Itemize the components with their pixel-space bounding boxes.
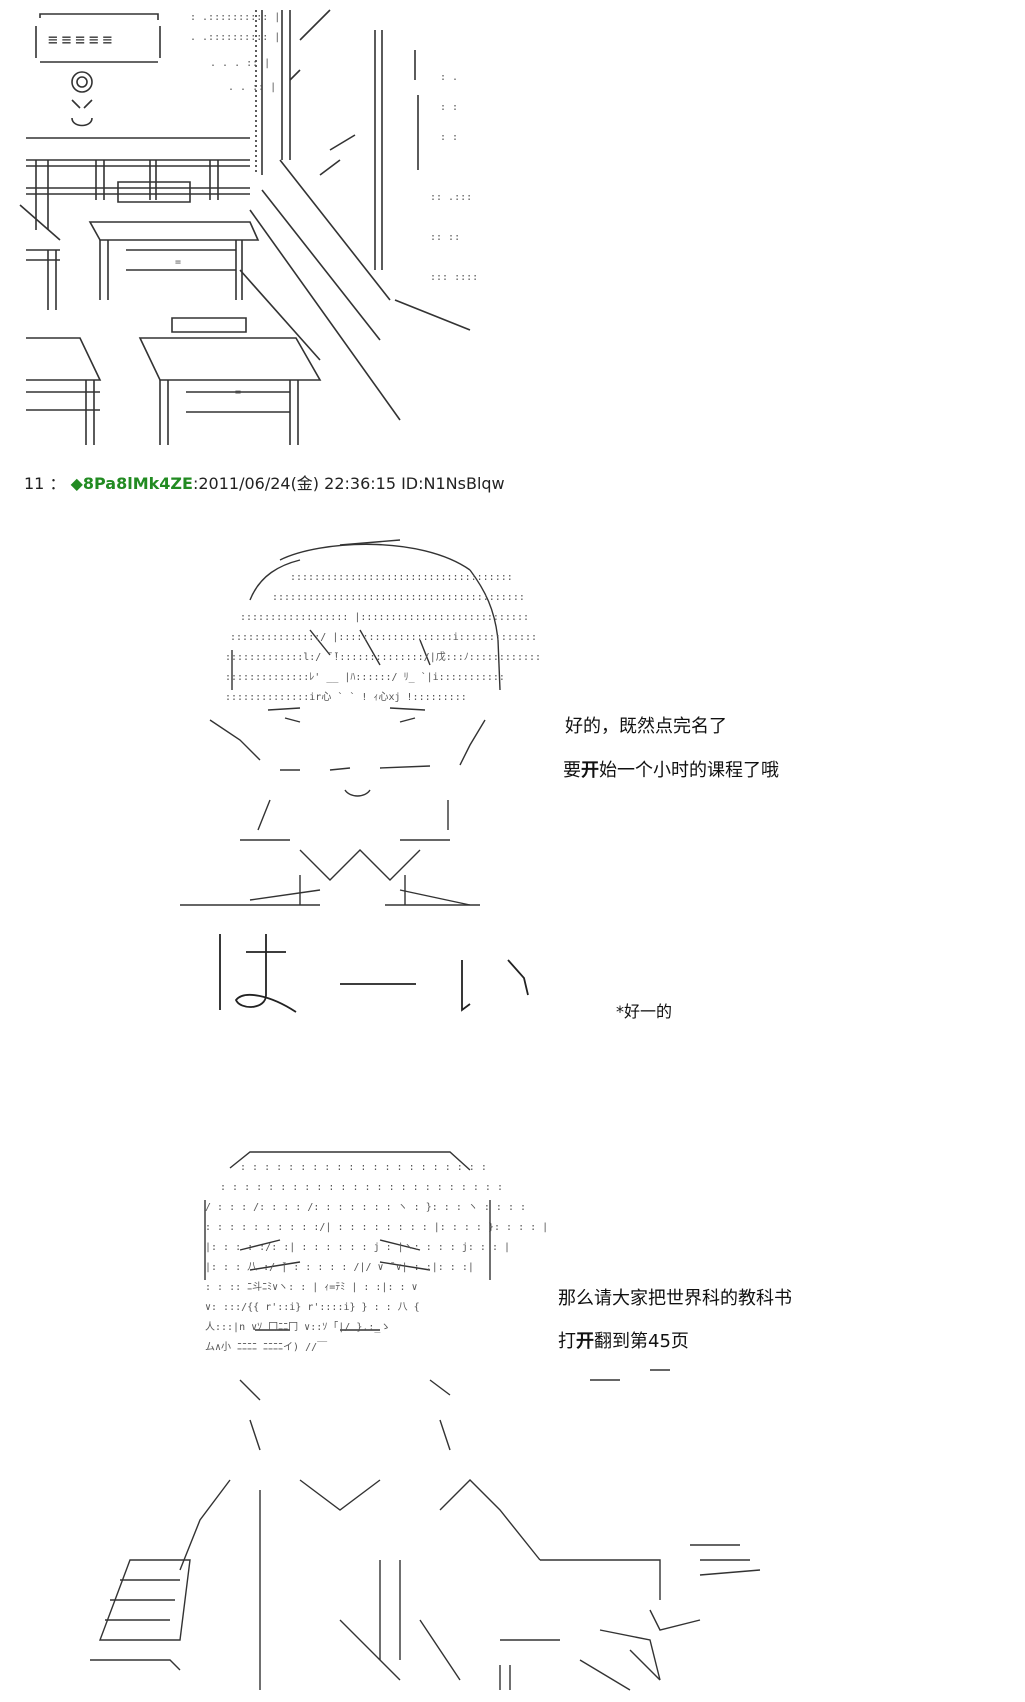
svg-text:: : : : : : : : : :/| : : : :: : : : : : : : : : :/| : : : : : : : : |:…	[205, 1222, 548, 1233]
svg-text:. . . :: |: . . . :: |	[210, 58, 270, 69]
trip-diamond-icon: ◆	[70, 474, 83, 493]
svg-text:ム∧小 ﾆﾆﾆﾆ ﾆﾆﾆﾆイ) //￣: ム∧小 ﾆﾆﾆﾆ ﾆﾆﾆﾆイ) //￣	[205, 1340, 327, 1353]
svg-text:::::::::::::::::::::::::::::::: ::::::::::::::::::::::::::::::::::::::::…	[272, 592, 525, 603]
dialogue-line-2-pre: 要	[563, 760, 581, 781]
svg-text::: ::: :: ::	[430, 232, 460, 243]
svg-text:: :: : :	[440, 102, 458, 113]
dialogue-line-1: 好的，既然点完名了	[565, 716, 727, 737]
dialogue-line-2-bold: 开	[581, 760, 599, 781]
svg-text:=: =	[175, 257, 181, 268]
post-datetime: :2011/06/24(金) 22:36:15 ID:N1NsBlqw	[192, 474, 505, 493]
svg-text:: :: : :	[440, 132, 458, 143]
dialogue-line-2: 要开始一个小时的课程了哦	[563, 756, 779, 782]
svg-text:: : : : : : : : : : : : : : :: : : : : : : : : : : : : : : : : : : : : …	[240, 1162, 487, 1173]
svg-text:. . :: |: . . :: |	[228, 82, 276, 93]
svg-text:|: : : : :/: :| : : : : : : j: |: : : : :/: :| : : : : : : j : |ヽ: : : …	[205, 1242, 510, 1253]
svg-text::::::::::::::::/ |::::::::::::: :::::::::::::::/ |:::::::::::::::::::i::…	[230, 632, 537, 643]
svg-text:: : :: ﾆ斗ﾆﾐ∨ヽ: : | ｨ=ﾃﾐ | : :: : : :: ﾆ斗ﾆﾐ∨ヽ: : | ｨ=ﾃﾐ | : :|: : ∨	[205, 1281, 418, 1293]
svg-text::::::::::::::l:/ ̄ ̄!::::::::: :::::::::::::l:/ ̄ ̄!::::::::::::::/|戊::…	[225, 651, 541, 663]
post-number: 11	[24, 474, 45, 493]
svg-text::::::::::::::::::: |::::::::::: :::::::::::::::::: |::::::::::::::::::::…	[240, 612, 529, 623]
svg-text:: .: : .	[440, 72, 458, 83]
svg-text:: : : : : : : : : : : : : : :: : : : : : : : : : : : : : : : : : : : : …	[220, 1182, 503, 1193]
classroom-drawing: : .:::::::::: | . .:::::::::: | . . . ::…	[19, 9, 478, 445]
post-trip: 8Pa8lMk4ZE	[82, 474, 193, 493]
svg-text::: .:::: :: .:::	[430, 192, 472, 203]
dialogue-line-4-pre: 打	[558, 1331, 576, 1352]
dialogue-line-4: 打开翻到第45页	[558, 1327, 689, 1353]
reply-small-text: *好一的	[616, 1002, 673, 1021]
post-separator: ：	[49, 474, 66, 493]
svg-text:::: ::::: ::: ::::	[430, 272, 478, 283]
svg-text:/ : : : /: : : : /: : : : : :: / : : : /: : : : /: : : : : : : ヽ : }: :…	[205, 1202, 526, 1213]
classroom-sign: ≡≡≡≡≡	[48, 30, 117, 49]
post-header: 11 ： ◆8Pa8lMk4ZE:2011/06/24(金) 22:36:15 …	[24, 470, 505, 494]
dialogue-line-4-post: 翻到第45页	[594, 1331, 689, 1352]
svg-text:::::::::::::::::::::::::::::::: :::::::::::::::::::::::::::::::::::::	[290, 572, 513, 583]
dialogue-line-3: 那么请大家把世界科的教科书	[558, 1288, 792, 1309]
svg-text:人:::|n ∨ｿ 冂ﾆﾆ冂 ∨::ｿ ｢|/ }.:_: 人:::|n ∨ｿ 冂ﾆﾆ冂 ∨::ｿ ｢|/ }.:_ゝ	[205, 1321, 390, 1333]
svg-text:. .:::::::::: |: . .:::::::::: |	[190, 32, 280, 43]
svg-text:: .:::::::::: |: : .:::::::::: |	[190, 12, 280, 23]
svg-text:::::::::::::::ir心 ` ` ! ｨ心xj: ::::::::::::::ir心 ` ` ! ｨ心xj !:::::::::	[225, 691, 467, 703]
svg-text:|: : : 八 :/ ̄| : : : : : /|/ ∨: |: : : 八 :/ ̄| : : : : : /|/ ∨ ̄ ∨| : :|…	[205, 1262, 474, 1273]
svg-text:∨: :::/{{ r'::i} r'::::i}: ∨: :::/{{ r'::i} r'::::i} } : : 八 {	[205, 1302, 420, 1313]
reply-hai-text: は ―― い	[220, 1040, 225, 1041]
dialogue-line-2-post: 始一个小时的课程了哦	[599, 760, 779, 781]
svg-text:=: =	[235, 387, 241, 398]
svg-text:::::::::::::::ﾚ' __ |ﾊ::::::/: ::::::::::::::ﾚ' __ |ﾊ::::::/ ﾘ_ `|i::::…	[225, 671, 505, 683]
dialogue-line-4-bold: 开	[576, 1331, 594, 1352]
